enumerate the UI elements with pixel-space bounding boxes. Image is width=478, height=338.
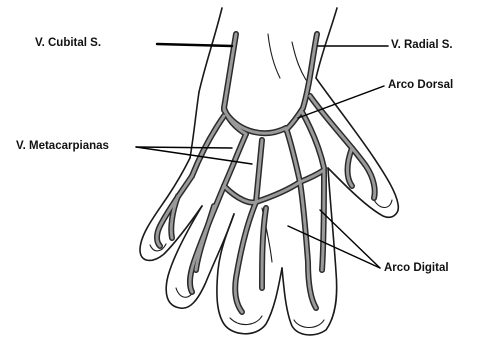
label-radial: V. Radial S. [391, 40, 453, 52]
leader-arco-digital-1 [288, 226, 380, 268]
label-arco-digital: Arco Digital [384, 263, 449, 275]
leader-metacarpianas-1 [136, 147, 232, 148]
veins-edge [157, 34, 375, 312]
label-cubital: V. Cubital S. [35, 38, 101, 50]
label-arco-dorsal: Arco Dorsal [388, 80, 453, 92]
leader-arco-digital-2 [320, 210, 380, 268]
leader-cubital [157, 44, 232, 46]
label-metacarpianas: V. Metacarpianas [16, 141, 109, 153]
hand-outline [140, 8, 398, 335]
